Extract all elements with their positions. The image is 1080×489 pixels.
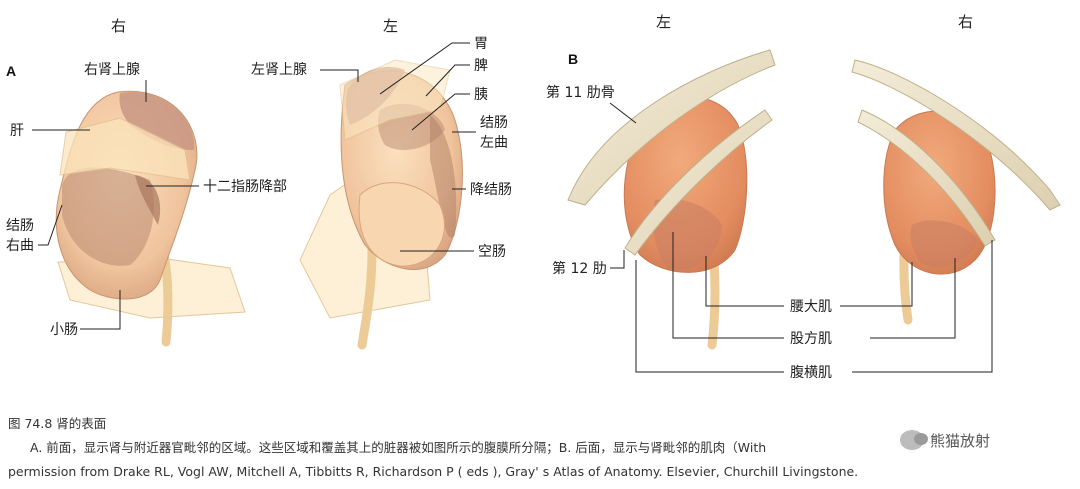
label-left-colic-flexure-1: 结肠 [480,115,508,131]
leader-transversus-left [635,260,784,373]
label-small-intestine: 小肠 [50,322,78,338]
label-rib-11: 第 11 肋骨 [546,84,615,101]
leader-transversus-right [852,240,993,373]
panel-b-right-side-label: 右 [958,13,973,31]
panel-b: B 左 右 第 11 肋骨 第 12 肋 腰大肌 [546,13,1061,381]
leader-rib-11 [609,102,637,124]
label-descending-colon: 降结肠 [470,182,512,198]
duodenum-region [135,175,161,225]
leader-quadratus-left [672,232,784,339]
rib-12-left [624,109,773,256]
right-kidney-anterior [55,90,246,347]
right-kidney-posterior [851,59,1061,325]
caption-line-2: permission from Drake RL, Vogl AW, Mitch… [8,464,859,479]
label-psoas-major: 腰大肌 [790,299,832,315]
left-kidney-posterior [567,49,776,350]
leader-quadratus-right [870,258,956,339]
quadratus-region-left [653,198,722,270]
panel-a-right-side-label: 右 [111,17,126,35]
label-rib-12: 第 12 肋 [552,260,607,277]
leader-rib-12 [610,250,625,269]
right-adrenal-region [119,91,195,150]
label-pancreas: 胰 [474,87,488,103]
descending-colon-region [430,115,457,238]
label-left-colic-flexure-2: 左曲 [480,135,508,151]
panel-b-labels: 第 11 肋骨 第 12 肋 腰大肌 股方肌 腹横肌 [546,84,993,381]
label-right-adrenal: 右肾上腺 [84,62,140,78]
panel-b-letter: B [568,51,578,67]
leader-psoas-major-left [705,256,784,307]
leader-psoas-major-right [840,262,913,307]
panel-a-letter: A [6,63,16,79]
label-right-colic-flexure-2: 右曲 [6,238,34,254]
label-jejunum: 空肠 [478,244,506,260]
leader-stomach [379,42,470,95]
panel-a: A 右 左 右肾上腺 肝 [6,17,512,350]
watermark: 熊猫放射 [900,427,1078,453]
label-stomach: 胃 [474,36,488,52]
label-quadratus-lumborum: 股方肌 [790,331,832,347]
rib-11-right [851,59,1061,211]
quadratus-region-right [910,220,978,268]
panel-b-left-side-label: 左 [656,13,671,31]
stomach-region [339,59,451,141]
label-liver: 肝 [10,123,24,139]
watermark-text: 熊猫放射 [930,431,991,450]
rib-11-left [567,49,776,206]
left-ureter [357,245,377,350]
label-left-adrenal: 左肾上腺 [251,62,307,78]
leader-left-adrenal [320,69,359,82]
right-colic-flexure-region [62,167,154,266]
wechat-icon [900,430,928,450]
leader-pancreas [411,93,470,131]
jejunum-region [358,182,445,267]
label-duodenum-descending: 十二指肠降部 [203,179,287,195]
leader-right-colic-flexure [38,204,63,246]
caption-line-1: A. 前面，显示肾与附近器官毗邻的区域。这些区域和覆盖其上的脏器被如图所示的腹膜… [30,440,767,455]
liver-region [59,117,191,181]
rib-12-right [857,109,996,247]
label-right-colic-flexure-1: 结肠 [6,218,34,234]
label-transversus-abdominis: 腹横肌 [790,364,832,381]
leader-spleen [425,64,470,97]
leader-small-intestine [80,290,121,330]
figure-caption: 图 74.8 肾的表面 A. 前面，显示肾与附近器官毗邻的区域。这些区域和覆盖其… [8,412,1076,484]
label-spleen: 脾 [474,58,488,74]
caption-title: 图 74.8 肾的表面 [8,416,107,431]
panel-a-labels: 右肾上腺 肝 十二指肠降部 结肠 右曲 小肠 左肾上腺 胃 脾 胰 结肠 左曲 … [6,36,512,338]
panel-a-left-side-label: 左 [383,17,398,35]
left-kidney-anterior [299,59,463,350]
